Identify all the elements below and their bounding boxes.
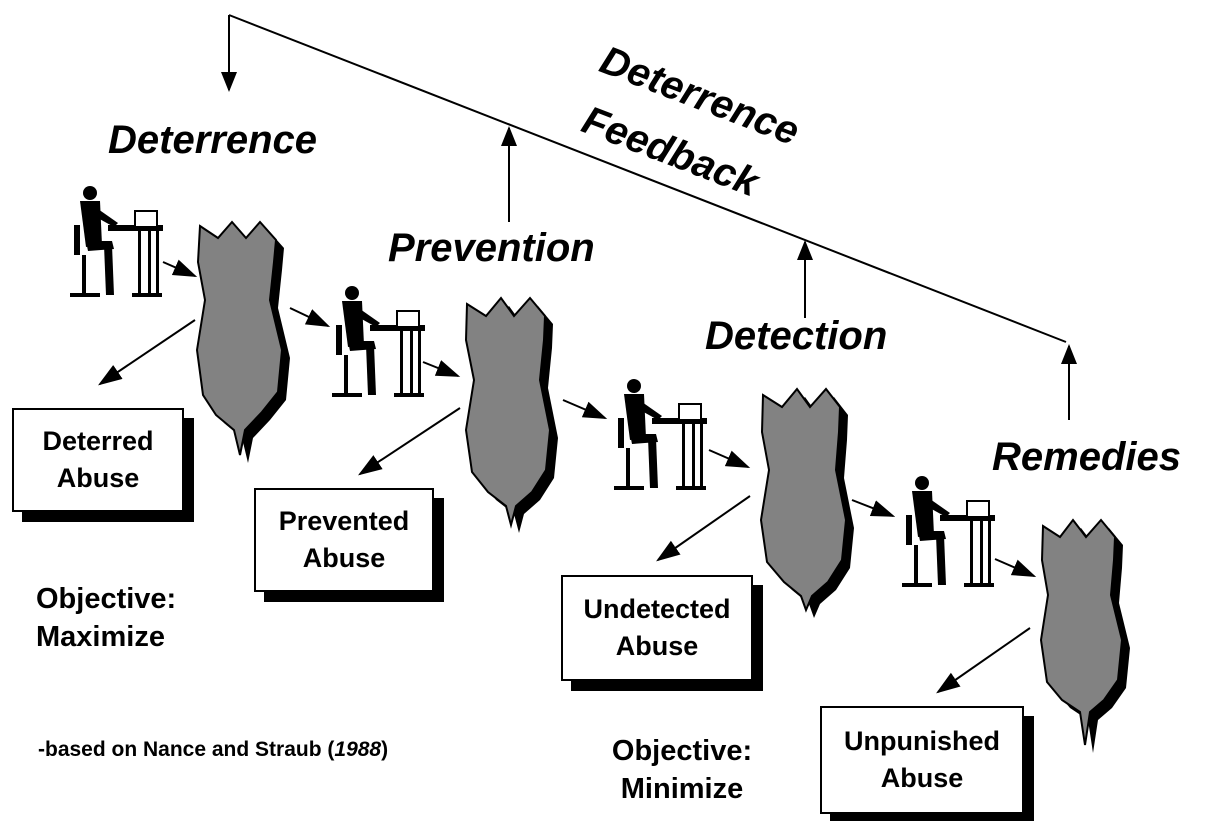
stage-title-deterrence: Deterrence	[108, 118, 318, 162]
stage-title-prevention: Prevention	[388, 226, 595, 270]
computer-user-icon	[614, 379, 707, 490]
stage-title-remedies: Remedies	[992, 435, 1181, 479]
computer-user-icon	[332, 286, 425, 397]
stage-shape-prevention	[464, 296, 558, 533]
outcome-box-undetected: Undetected Abuse	[561, 575, 753, 681]
outcome-box-line1: Deterred	[42, 426, 154, 456]
outcome-box-line1: Undetected	[583, 594, 731, 624]
feedback-line	[221, 14, 1077, 420]
citation-prefix: -based on Nance and Straub (	[38, 738, 335, 761]
stage-shape-remedies	[1039, 518, 1130, 753]
outcome-box-unpunished: Unpunished Abuse	[820, 706, 1024, 814]
stage-shape-deterrence	[195, 220, 290, 463]
stage-title-detection: Detection	[705, 314, 888, 358]
outcome-box-line2: Abuse	[302, 543, 386, 573]
computer-user-icon	[70, 186, 163, 297]
citation-year: 1988	[334, 738, 382, 761]
computer-user-icon	[902, 476, 995, 587]
outcome-box-line1: Unpunished	[844, 726, 1000, 756]
outcome-arrows	[98, 319, 1031, 694]
outcome-box-line2: Abuse	[880, 763, 964, 793]
outcome-box-line2: Abuse	[615, 631, 699, 661]
objective-value: Minimize	[620, 773, 744, 805]
stage-shape-detection	[759, 387, 854, 618]
outcome-box-line1: Prevented	[278, 506, 410, 536]
citation: -based on Nance and Straub (1988)	[38, 738, 388, 762]
objective-label: Objective:	[611, 735, 753, 767]
objective-maximize: Objective: Maximize	[36, 580, 176, 656]
flow-arrows	[162, 259, 1037, 577]
objective-minimize: Objective: Minimize	[594, 732, 770, 808]
outcome-box-deterred: Deterred Abuse	[12, 408, 184, 512]
objective-label: Objective:	[36, 583, 177, 615]
outcome-box-line2: Abuse	[56, 463, 140, 493]
citation-suffix: )	[381, 738, 389, 761]
outcome-box-prevented: Prevented Abuse	[254, 488, 434, 592]
objective-value: Maximize	[36, 621, 165, 653]
